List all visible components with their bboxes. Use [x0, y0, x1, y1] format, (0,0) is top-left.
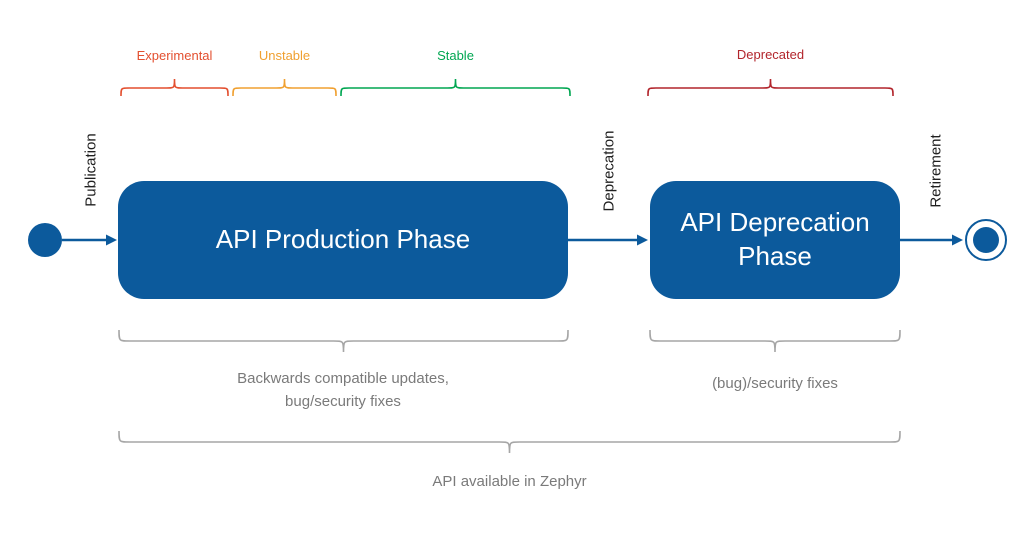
retirement-transition-label: Retirement — [927, 134, 945, 208]
retirement-arrow — [900, 234, 963, 246]
experimental-brace — [120, 78, 229, 97]
deprecation-transition-label: Deprecation — [600, 130, 618, 212]
deprecation-note-brace — [649, 329, 901, 353]
deprecated-label: Deprecated — [736, 47, 805, 62]
unstable-brace — [232, 78, 337, 97]
experimental-label: Experimental — [136, 48, 213, 63]
availability-brace — [118, 430, 901, 454]
publication-arrow — [62, 234, 117, 246]
publication-transition-label: Publication — [82, 133, 100, 207]
deprecated-brace — [647, 78, 894, 97]
stable-brace — [340, 78, 571, 97]
availability-note: API available in Zephyr — [432, 473, 587, 490]
production-phase-box: API Production Phase — [118, 181, 568, 299]
deprecation-arrow — [568, 234, 648, 246]
deprecation-phase-note: (bug)/security fixes — [712, 375, 838, 392]
start-state — [28, 223, 62, 257]
final-state — [965, 219, 1007, 261]
unstable-label: Unstable — [258, 48, 311, 63]
deprecation-phase-box: API Deprecation Phase — [650, 181, 900, 299]
production-note-brace — [118, 329, 569, 353]
production-phase-note: Backwards compatible updates, bug/securi… — [237, 370, 449, 410]
stable-label: Stable — [437, 48, 474, 63]
